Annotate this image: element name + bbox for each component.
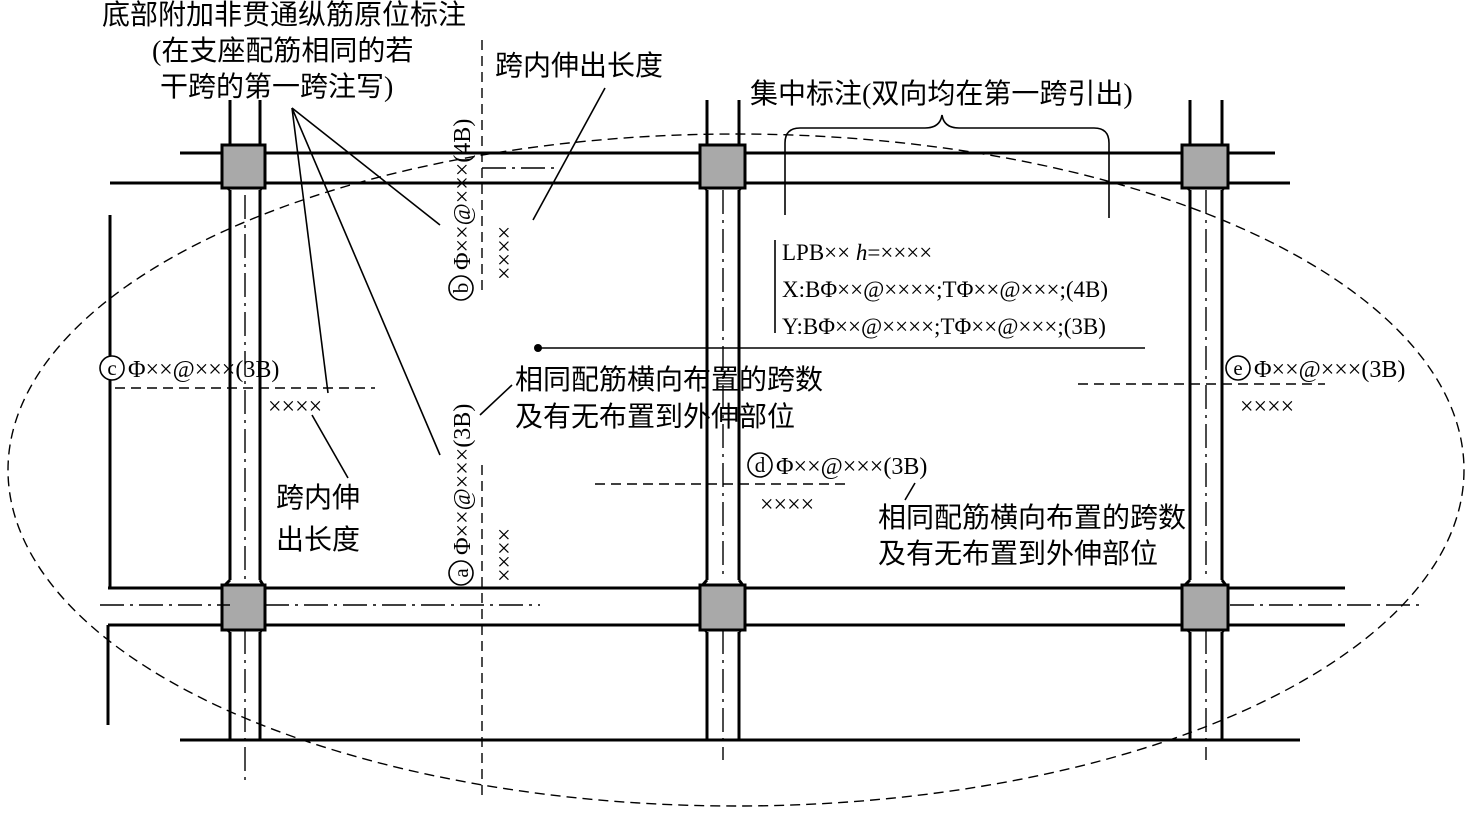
rebar-c-mark: c bbox=[107, 356, 116, 380]
rebar-e-mark: e bbox=[1233, 356, 1242, 380]
rebar-a-spec: Φ××@×××(3B) bbox=[450, 404, 476, 555]
extension-length-left-line1: 跨内伸 bbox=[276, 482, 360, 514]
rebar-b-mark: b bbox=[449, 283, 473, 294]
column-bottom-middle bbox=[698, 583, 747, 632]
column-top-right bbox=[1180, 143, 1230, 190]
leader-lines bbox=[291, 87, 1145, 501]
column-bottom-right bbox=[1180, 583, 1230, 632]
same-rebar-center-line2: 及有无布置到外伸部位 bbox=[515, 401, 795, 433]
same-rebar-right-line1: 相同配筋横向布置的跨数 bbox=[878, 502, 1186, 534]
column-top-left bbox=[220, 143, 267, 190]
rebar-marks: b a c d e bbox=[99, 275, 1251, 586]
axis-lines bbox=[100, 167, 1420, 780]
rebar-b-spec: Φ××@×××(4B) bbox=[450, 119, 476, 270]
rebar-d-spec: Φ××@×××(3B) bbox=[776, 454, 927, 480]
rebar-e-spec: Φ××@×××(3B) bbox=[1254, 357, 1405, 383]
rebar-b-length: ×××× bbox=[492, 226, 518, 280]
top-note-line1: 底部附加非贯通纵筋原位标注 bbox=[102, 0, 466, 31]
extension-length-top: 跨内伸出长度 bbox=[495, 50, 663, 82]
rebar-specs: Φ××@×××(4B) ×××× Φ××@×××(3B) ×××× Φ××@××… bbox=[128, 119, 1405, 582]
rebar-lines bbox=[115, 40, 1325, 800]
labels: 底部附加非贯通纵筋原位标注 (在支座配筋相同的若 干跨的第一跨注写) 跨内伸出长… bbox=[102, 0, 1186, 570]
rebar-a-mark: a bbox=[449, 568, 473, 578]
same-rebar-center-line1: 相同配筋横向布置的跨数 bbox=[515, 364, 823, 396]
central-annotation-line2: X:BΦ××@××××;TΦ××@×××;(4B) bbox=[782, 277, 1108, 302]
top-note-line2: (在支座配筋相同的若 bbox=[152, 35, 413, 67]
detail-boundary-ellipse bbox=[7, 133, 1465, 807]
rebar-c-length: ×××× bbox=[268, 394, 322, 420]
rebar-d-length: ×××× bbox=[760, 492, 814, 518]
column-bottom-left bbox=[220, 583, 267, 632]
rebar-a-length: ×××× bbox=[492, 528, 518, 582]
columns bbox=[220, 143, 1230, 632]
central-note: 集中标注(双向均在第一跨引出) bbox=[750, 78, 1133, 110]
central-annotation-line1: LPB×× h=×××× bbox=[782, 240, 932, 265]
central-annotation: LPB×× h=×××× X:BΦ××@××××;TΦ××@×××;(4B) Y… bbox=[782, 240, 1108, 339]
top-note-line3: 干跨的第一跨注写) bbox=[160, 71, 393, 103]
leader-dot bbox=[534, 344, 542, 352]
rebar-e-length: ×××× bbox=[1240, 394, 1294, 420]
column-top-middle bbox=[698, 143, 747, 190]
same-rebar-right-line2: 及有无布置到外伸部位 bbox=[878, 538, 1158, 570]
rebar-c-spec: Φ××@×××(3B) bbox=[128, 357, 279, 383]
extension-length-left-line2: 出长度 bbox=[276, 524, 360, 556]
central-annotation-line3: Y:BΦ××@××××;TΦ××@×××;(3B) bbox=[782, 314, 1106, 339]
rebar-d-mark: d bbox=[755, 453, 766, 477]
